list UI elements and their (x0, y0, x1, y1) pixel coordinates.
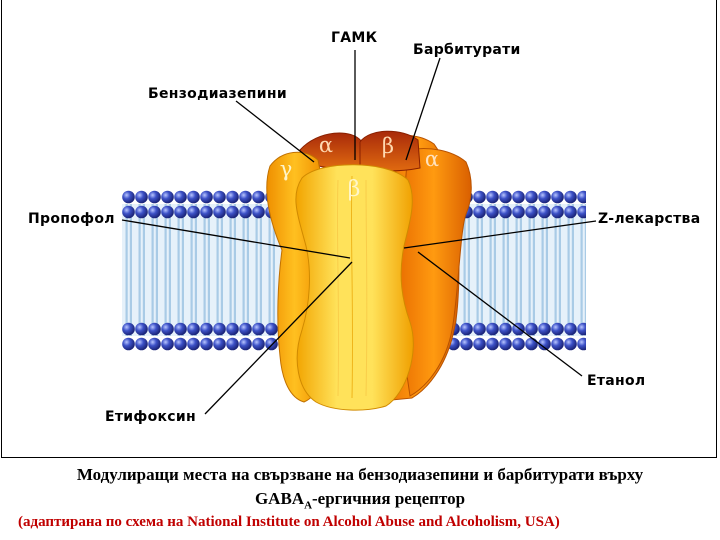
beta-symbol-back: β (382, 134, 394, 158)
figure-frame (1, 0, 717, 458)
beta-subunit-front (295, 164, 414, 411)
alpha-symbol-left: α (319, 133, 333, 157)
leader-z-drugs (403, 220, 597, 249)
caption-line-1: Модулиращи места на свързване на бензоди… (76, 465, 644, 484)
leader-barbiturates (405, 57, 441, 161)
caption-gaba-subscript: A (304, 499, 313, 512)
label-etifoxine: Етифоксин (105, 409, 196, 425)
gaba-a-receptor-diagram: α β α γ β (121, 50, 597, 415)
alpha-subunit-right-outer (395, 148, 472, 397)
alpha-symbol-right: α (425, 147, 439, 171)
label-benzodiazepines: Бензодиазепини (148, 86, 287, 102)
leader-ethanol (417, 251, 583, 377)
caption-receptor: -ергичния рецептор (312, 489, 466, 508)
leader-lines (121, 50, 597, 415)
caption-gaba: GABA (254, 489, 305, 508)
leader-propofol (121, 219, 351, 259)
gamma-symbol: γ (280, 157, 293, 181)
beta-symbol-front: β (348, 177, 361, 202)
caption-line-2: GABAA-ергичния рецептор (0, 489, 720, 511)
label-ethanol: Етанол (587, 373, 646, 389)
label-gaba: ГАМК (331, 30, 378, 46)
label-barbiturates: Барбитурати (413, 42, 521, 58)
label-propofol: Пропофол (28, 211, 115, 227)
leader-benzodiazepines (235, 100, 315, 163)
caption-source-note: (адаптирана по схема на National Institu… (18, 514, 560, 530)
label-z-drugs: Z-лекарства (598, 211, 701, 227)
leader-etifoxine (204, 261, 353, 415)
